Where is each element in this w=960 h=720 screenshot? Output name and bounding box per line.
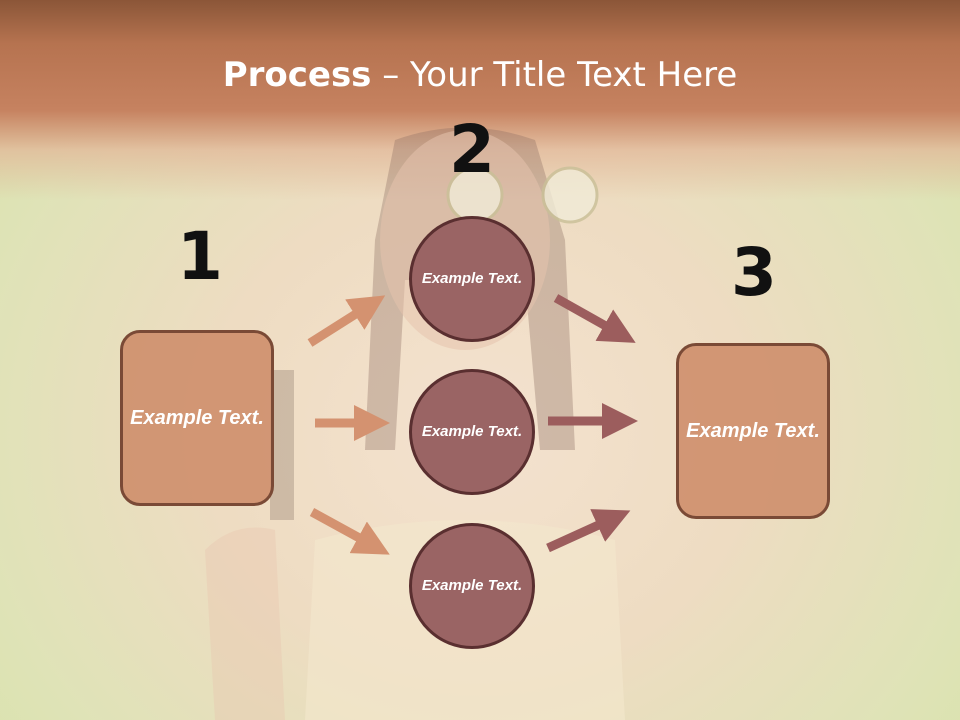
title-strong: Process <box>222 55 372 95</box>
step-number-1: 1 <box>177 218 223 295</box>
step3-box-text: Example Text. <box>686 419 820 442</box>
arrow-box1-to-circle-top <box>307 295 386 347</box>
slide-title: Process – Your Title Text Here <box>0 55 960 95</box>
arrow-circle-top-to-box3 <box>553 294 636 343</box>
step2-circle-top-text: Example Text. <box>421 269 523 287</box>
step2-circle-middle-text: Example Text. <box>421 422 523 440</box>
step-number-3: 3 <box>731 234 777 311</box>
step2-circle-middle: Example Text. <box>409 369 535 495</box>
step2-circle-bottom: Example Text. <box>409 523 535 649</box>
step3-box: Example Text. <box>676 343 830 519</box>
arrow-box1-to-circle-bottom <box>309 508 390 555</box>
step1-box: Example Text. <box>120 330 274 506</box>
title-rest: – Your Title Text Here <box>371 55 738 95</box>
step2-circle-top: Example Text. <box>409 216 535 342</box>
arrow-circle-bottom-to-box3 <box>546 509 631 553</box>
step1-box-text: Example Text. <box>130 406 264 429</box>
step-number-2: 2 <box>449 111 495 188</box>
step2-circle-bottom-text: Example Text. <box>421 576 523 594</box>
